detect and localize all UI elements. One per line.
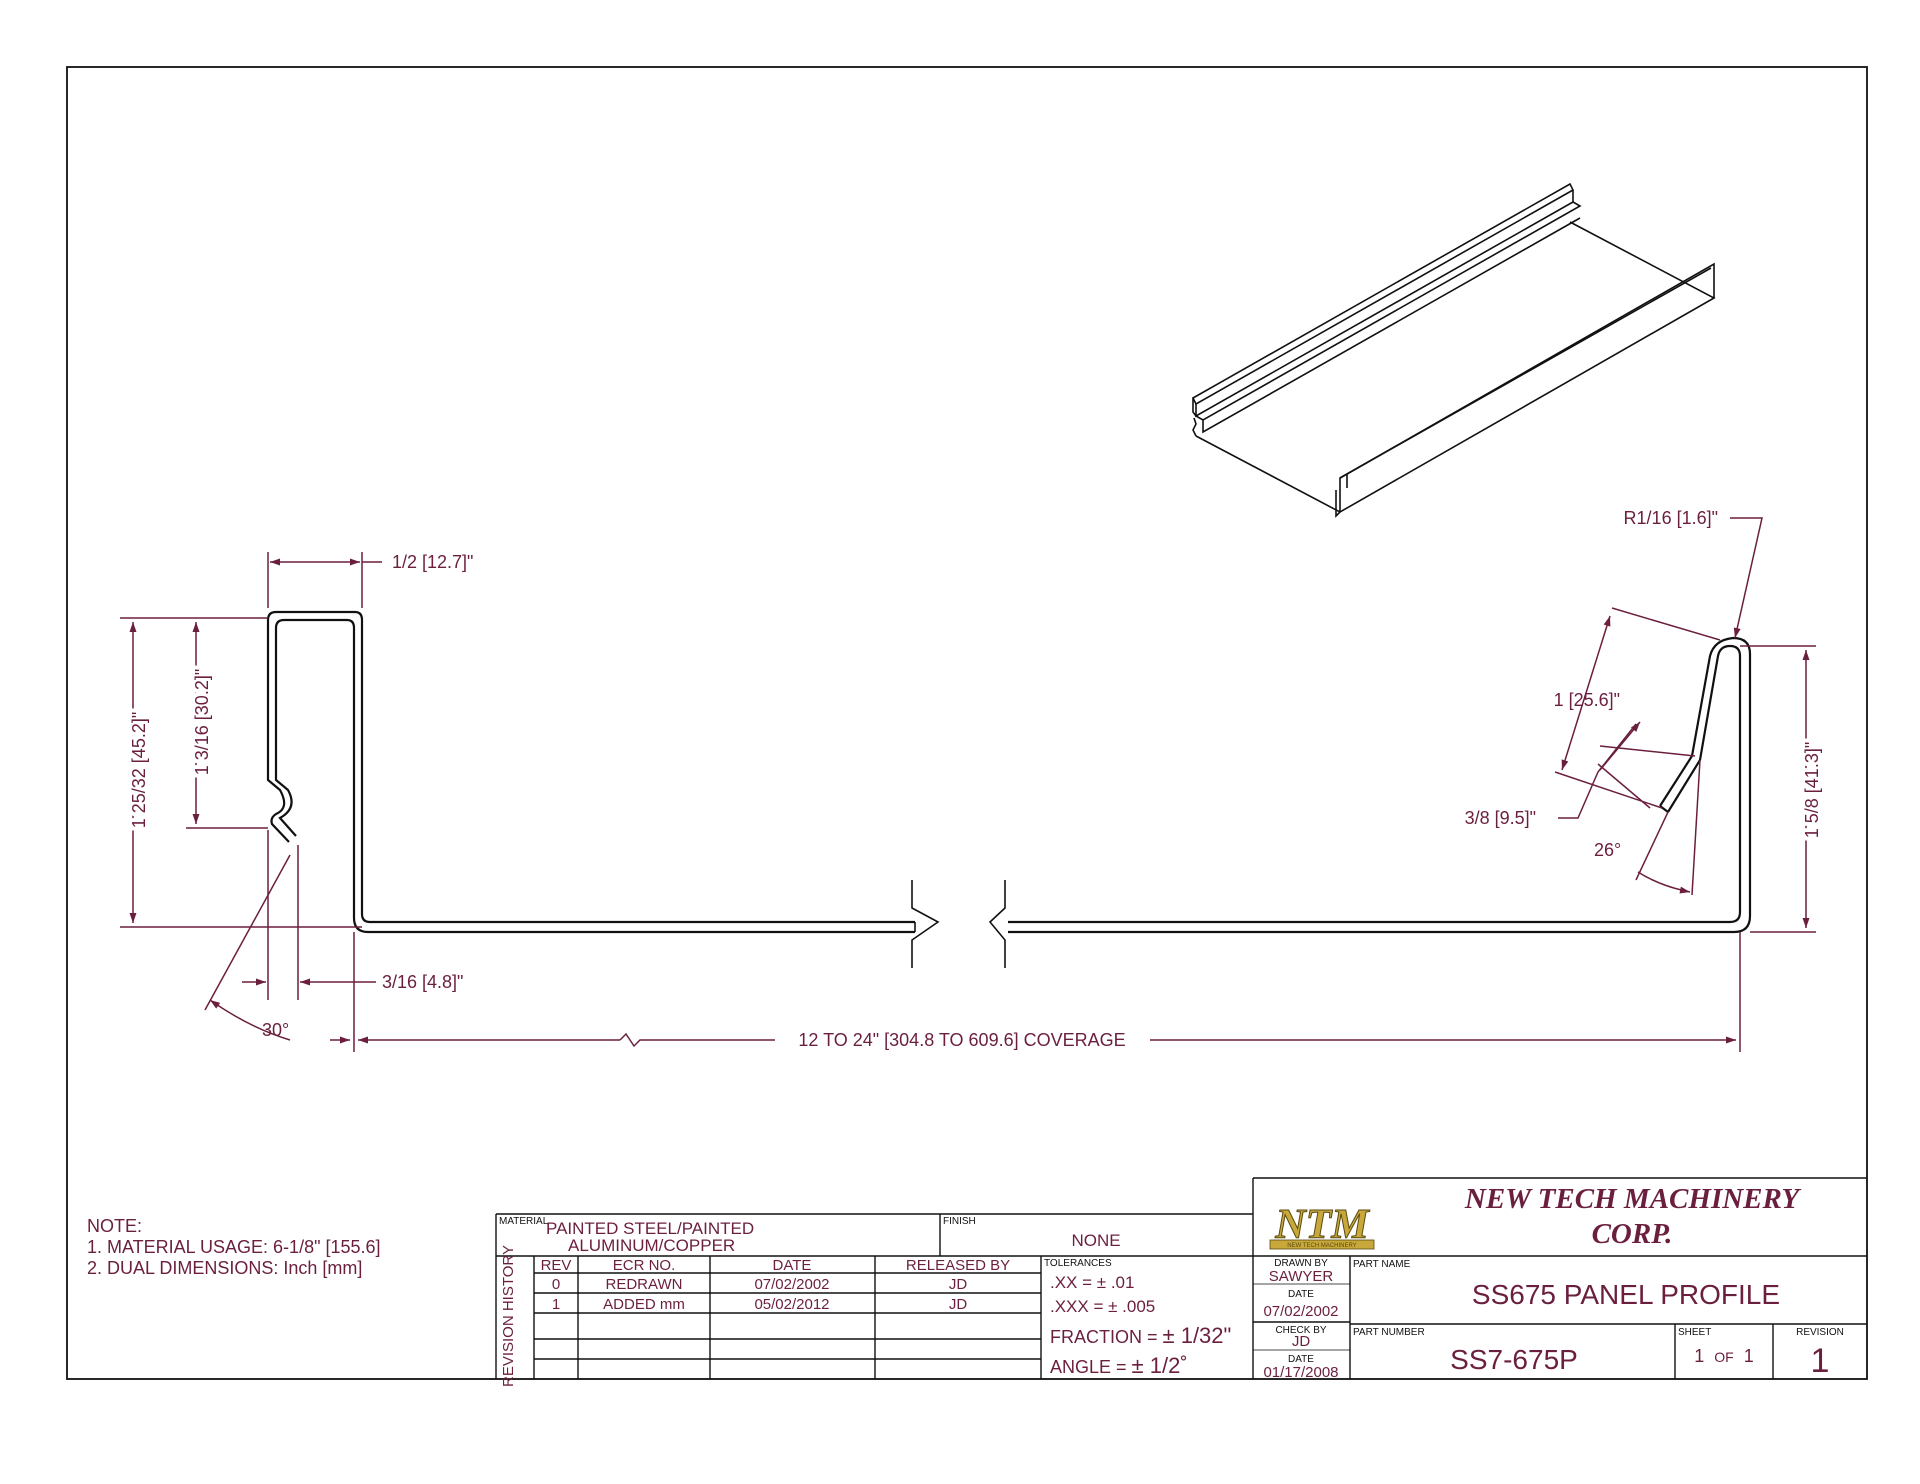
- drawn-date: 07/02/2002: [1263, 1303, 1338, 1320]
- drawn-by-label: DRAWN BY: [1274, 1258, 1328, 1269]
- company-suffix: CORP.: [1592, 1218, 1673, 1250]
- dim-height-overall: 1 25/32 [45.2]": [129, 712, 149, 828]
- isometric-panel-view: [1191, 182, 1716, 518]
- rev-cell: REDRAWN: [606, 1276, 683, 1293]
- rev-header: ECR NO.: [613, 1257, 676, 1274]
- tolerances-label: TOLERANCES: [1044, 1258, 1112, 1269]
- drawing-border: [66, 66, 1868, 1380]
- material-line-1: PAINTED STEEL/PAINTED: [546, 1219, 754, 1238]
- rev-cell: JD: [949, 1276, 968, 1293]
- part-name: SS675 PANEL PROFILE: [1472, 1279, 1780, 1310]
- note-heading: NOTE:: [87, 1216, 142, 1236]
- dim-coverage: 12 TO 24" [304.8 TO 609.6] COVERAGE: [798, 1030, 1125, 1050]
- sheet-current: 1: [1694, 1346, 1704, 1366]
- rev-cell: ADDED mm: [603, 1296, 685, 1313]
- note-item: 2. DUAL DIMENSIONS: Inch [mm]: [87, 1258, 362, 1278]
- dim-top-width: 1/2 [12.7]": [392, 552, 473, 572]
- panel-profile: [266, 610, 1752, 968]
- dim-hook-gap: 3/16 [4.8]": [382, 972, 463, 992]
- logo-subtext: NEW TECH MACHINERY: [1287, 1243, 1356, 1249]
- sheet-count: 1 OF 1: [1694, 1346, 1753, 1366]
- finish-label: FINISH: [943, 1216, 976, 1227]
- tolerance-angle: ANGLE = ± 1/2˚: [1050, 1353, 1188, 1378]
- rev-cell: 0: [552, 1276, 560, 1293]
- part-number-label: PART NUMBER: [1353, 1327, 1425, 1338]
- tolerance-xx: .XX = ± .01: [1050, 1273, 1134, 1292]
- dim-height-inner: 1 3/16 [30.2]": [192, 669, 212, 775]
- dim-angle-left: 30°: [262, 1020, 289, 1040]
- note-item: 1. MATERIAL USAGE: 6-1/8" [155.6]: [87, 1237, 381, 1257]
- check-by: JD: [1292, 1333, 1311, 1350]
- sheet-of: OF: [1714, 1349, 1733, 1365]
- company-name: NEW TECH MACHINERY: [1464, 1183, 1801, 1215]
- material-label: MATERIAL: [499, 1216, 549, 1227]
- date-label: DATE: [1288, 1289, 1314, 1300]
- date-label: DATE: [1288, 1354, 1314, 1365]
- finish-value: NONE: [1071, 1231, 1120, 1250]
- revision-label: REVISION: [1796, 1327, 1844, 1338]
- dim-radius: R1/16 [1.6]": [1624, 508, 1718, 528]
- rev-cell: 1: [552, 1296, 560, 1313]
- sheet-label: SHEET: [1678, 1327, 1711, 1338]
- part-name-label: PART NAME: [1353, 1259, 1411, 1270]
- dim-height-right: 1 5/8 [41.3]": [1802, 742, 1822, 838]
- ntm-logo: NTM NEW TECH MACHINERY: [1269, 1202, 1375, 1250]
- rev-header: DATE: [773, 1257, 812, 1274]
- dimension-lines: [120, 517, 1816, 1052]
- rev-cell: 05/02/2012: [754, 1296, 829, 1313]
- material-line-2: ALUMINUM/COPPER: [568, 1236, 735, 1255]
- revision-number: 1: [1811, 1342, 1830, 1380]
- dim-angle-right: 26°: [1594, 840, 1621, 860]
- rev-cell: 07/02/2002: [754, 1276, 829, 1293]
- rev-header: RELEASED BY: [906, 1257, 1010, 1274]
- check-by-label: CHECK BY: [1275, 1325, 1326, 1336]
- rev-header: REV: [541, 1257, 572, 1274]
- revision-history-label: REVISION HISTORY: [500, 1245, 517, 1387]
- tolerance-angle-value: ± 1/2˚: [1132, 1353, 1188, 1378]
- tolerance-fraction: FRACTION = ± 1/32": [1050, 1323, 1231, 1348]
- rev-cell: JD: [949, 1296, 968, 1313]
- sheet-total: 1: [1744, 1346, 1754, 1366]
- tolerance-fraction-value: ± 1/32": [1163, 1323, 1232, 1348]
- dim-short-leg: 3/8 [9.5]": [1465, 808, 1536, 828]
- notes: NOTE: 1. MATERIAL USAGE: 6-1/8" [155.6] …: [87, 1216, 381, 1278]
- tolerance-xxx: .XXX = ± .005: [1050, 1297, 1155, 1316]
- title-block: MATERIAL PAINTED STEEL/PAINTED ALUMINUM/…: [495, 1177, 1867, 1387]
- drawn-by: SAWYER: [1269, 1268, 1334, 1285]
- dim-leg-length: 1 [25.6]": [1554, 690, 1620, 710]
- tolerance-angle-label: ANGLE =: [1050, 1357, 1132, 1377]
- tolerance-fraction-label: FRACTION =: [1050, 1327, 1163, 1347]
- part-number: SS7-675P: [1450, 1344, 1578, 1375]
- check-date: 01/17/2008: [1263, 1364, 1338, 1381]
